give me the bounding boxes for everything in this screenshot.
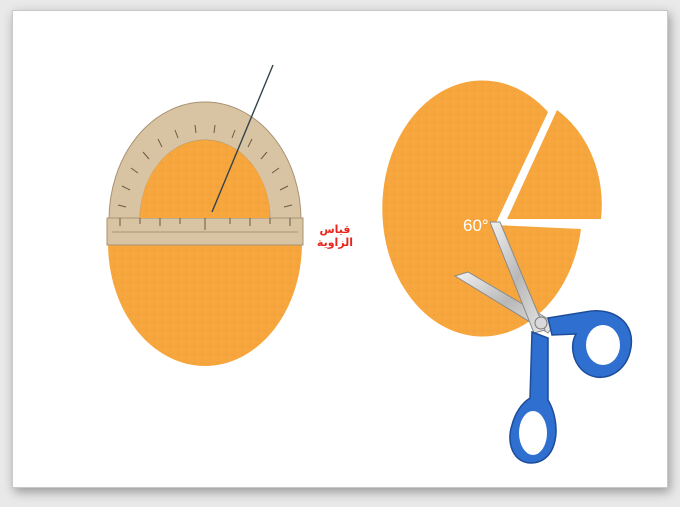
angle-label: 60° — [463, 216, 489, 235]
caption: قياس الزاوية — [302, 223, 368, 249]
protractor-icon — [107, 65, 303, 245]
